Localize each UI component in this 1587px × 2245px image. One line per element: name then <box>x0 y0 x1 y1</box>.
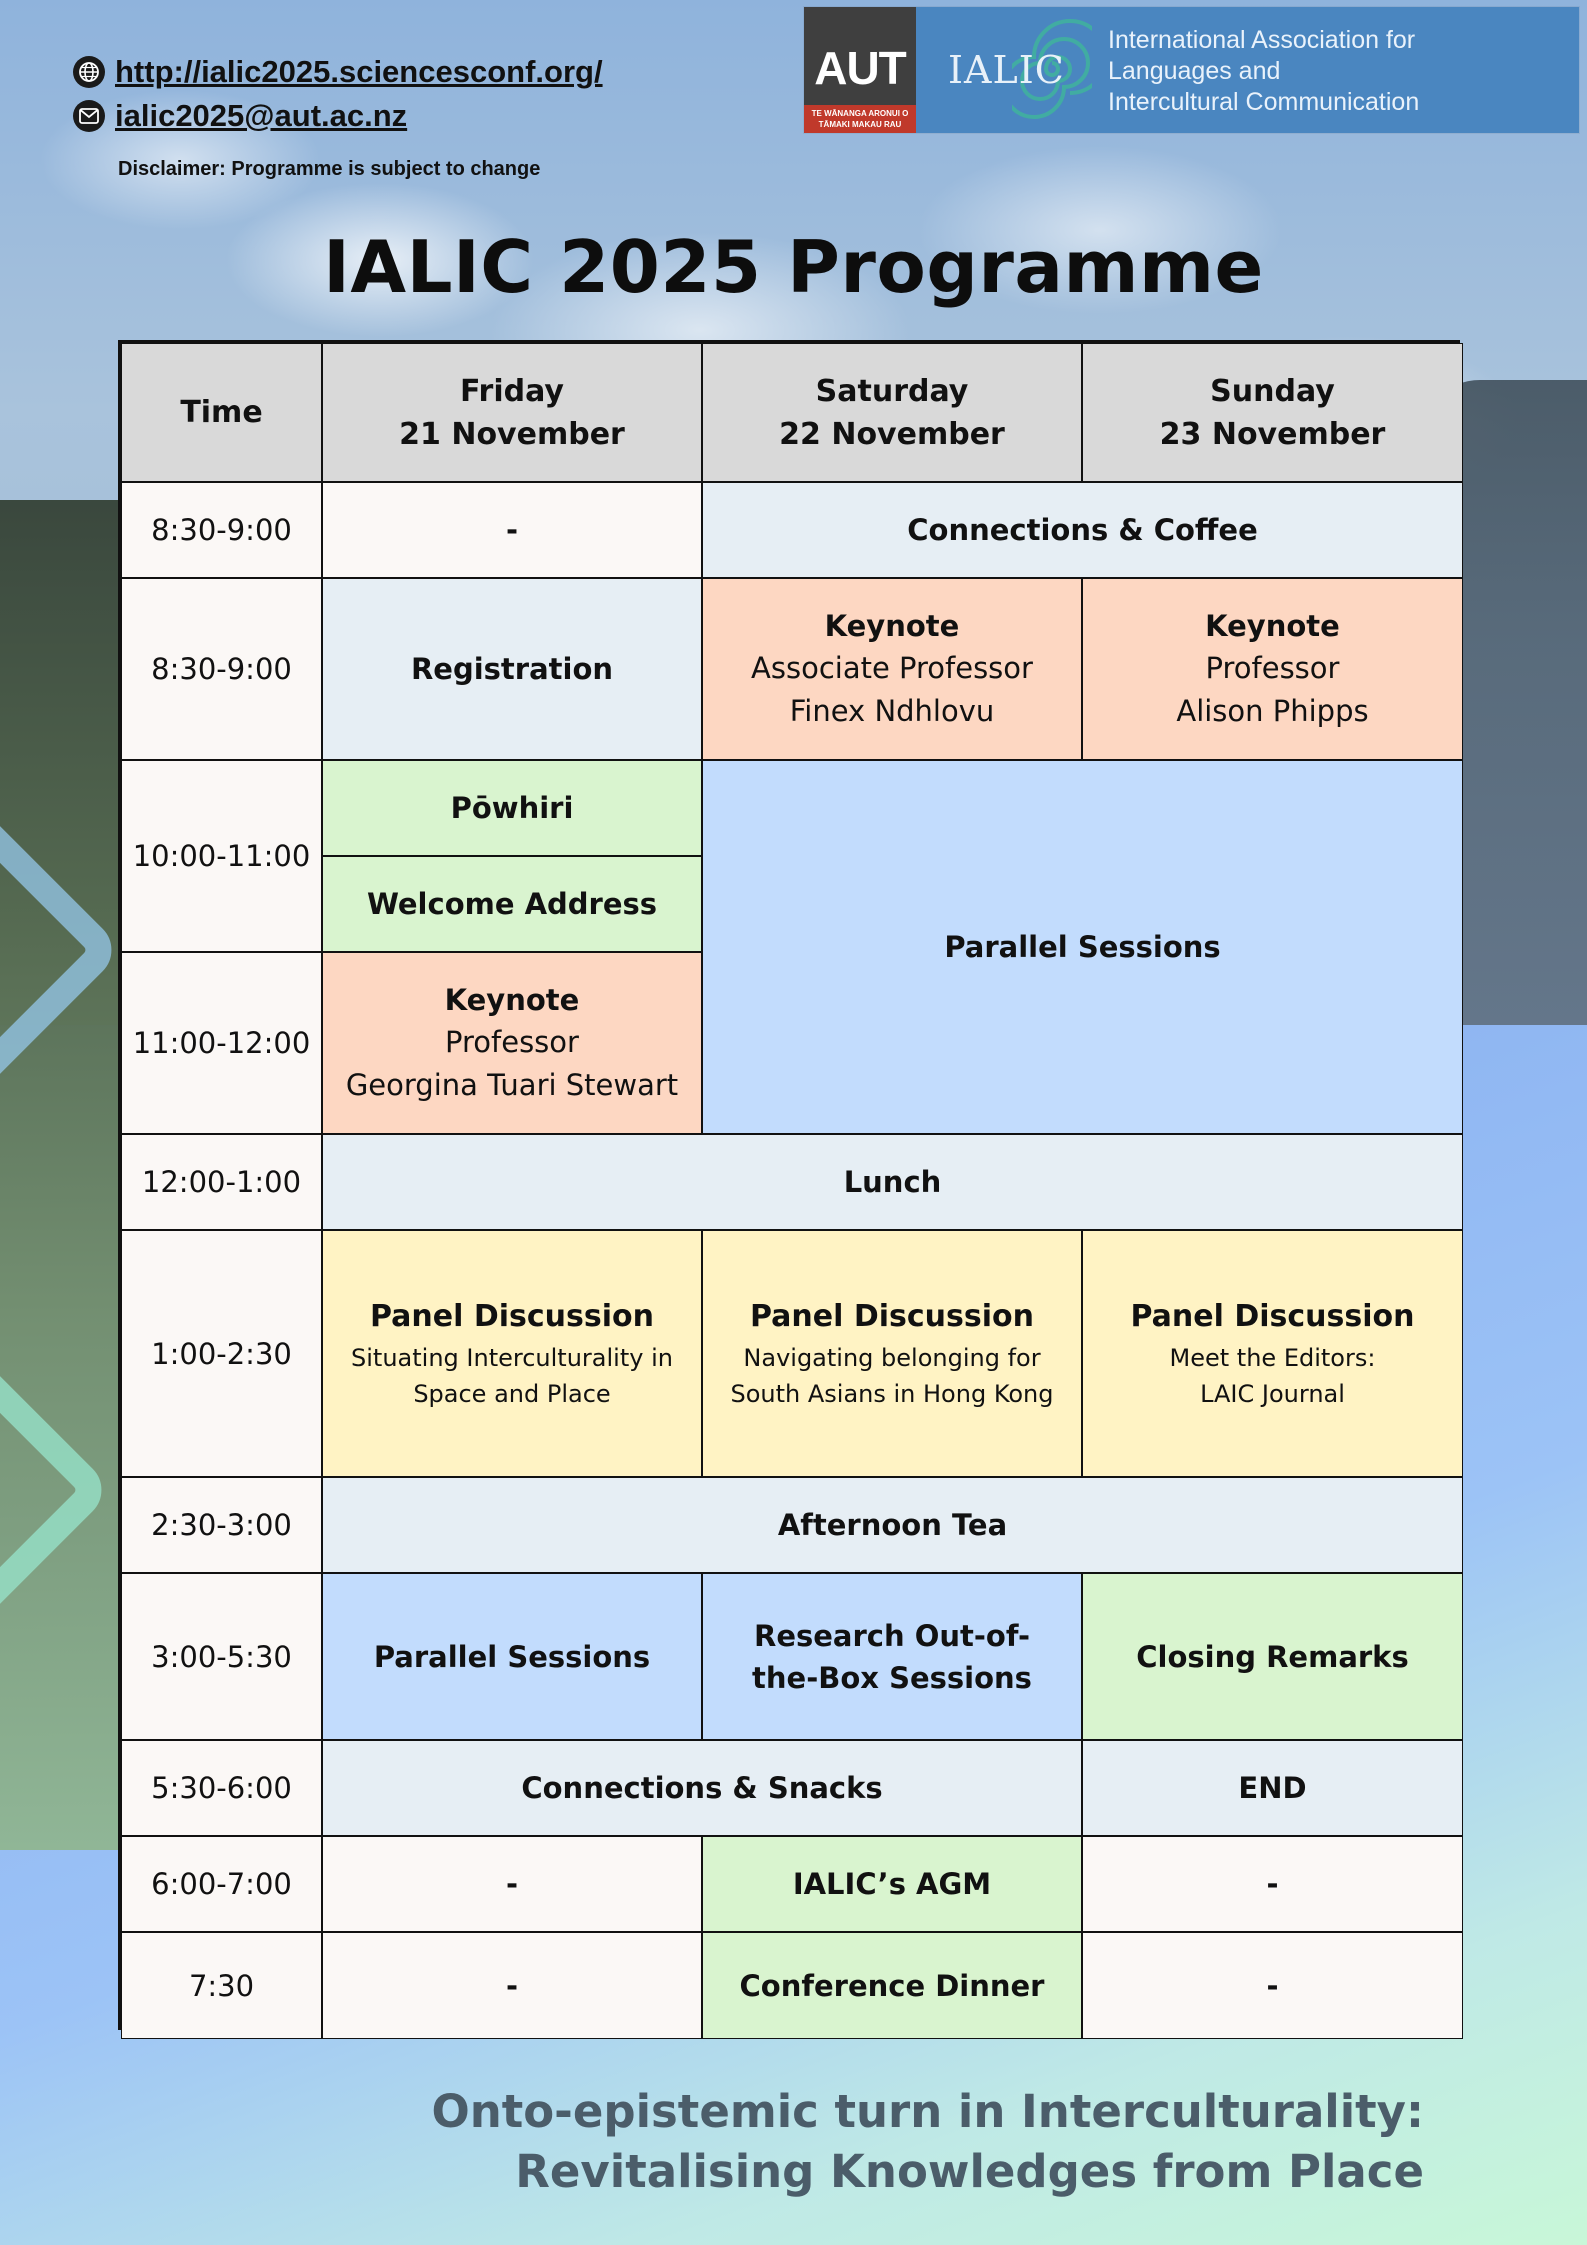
session-label: Panel Discussion <box>1130 1298 1415 1334</box>
session-lunch: Lunch <box>322 1134 1463 1230</box>
header-time: Time <box>121 343 322 482</box>
session-welcome-address: Welcome Address <box>322 856 702 952</box>
session-conference-dinner: Conference Dinner <box>702 1932 1082 2039</box>
mail-icon <box>73 100 105 132</box>
header-friday: Friday 21 November <box>322 343 702 482</box>
header-day: Friday <box>459 373 564 409</box>
header-date: 22 November <box>779 416 1005 452</box>
organisation-line: Intercultural Communication <box>1108 88 1420 116</box>
programme-table: Time Friday 21 November Saturday 22 Nove… <box>118 340 1463 2039</box>
speaker-name: Georgina Tuari Stewart <box>345 1068 679 1102</box>
session-label: Keynote <box>444 983 580 1017</box>
email-contact: ialic2025@aut.ac.nz <box>73 98 407 134</box>
website-link[interactable]: http://ialic2025.sciencesconf.org/ <box>115 54 603 89</box>
background-foliage-left <box>0 500 130 1850</box>
conference-theme: Onto-epistemic turn in Interculturality:… <box>431 2082 1424 2202</box>
panel-topic: Situating Interculturality in <box>351 1343 673 1372</box>
session-panel-saturday: Panel Discussion Navigating belonging fo… <box>702 1230 1082 1477</box>
aut-logo-word: AUT <box>814 42 907 94</box>
speaker-title: Professor <box>1205 651 1340 685</box>
panel-topic: Space and Place <box>413 1379 611 1408</box>
time-slot: 2:30-3:00 <box>121 1477 322 1573</box>
time-slot: 6:00-7:00 <box>121 1836 322 1932</box>
email-link[interactable]: ialic2025@aut.ac.nz <box>115 98 408 133</box>
session-parallel-sessions: Parallel Sessions <box>702 760 1463 1134</box>
session-keynote-saturday: Keynote Associate Professor Finex Ndhlov… <box>702 578 1082 760</box>
session-empty: - <box>1082 1932 1463 2039</box>
header-saturday: Saturday 22 November <box>702 343 1082 482</box>
time-slot: 5:30-6:00 <box>121 1740 322 1836</box>
disclaimer: Disclaimer: Programme is subject to chan… <box>118 158 541 180</box>
time-slot: 8:30-9:00 <box>121 482 322 578</box>
ialic-logo: IALIC <box>916 7 1096 133</box>
organisation-name: International Association for Languages … <box>1096 7 1579 133</box>
time-slot: 10:00-11:00 <box>121 760 322 952</box>
session-empty: - <box>322 1836 702 1932</box>
theme-line: Onto-epistemic turn in Interculturality: <box>431 2085 1424 2138</box>
session-label-line: Research Out-of- <box>754 1618 1030 1653</box>
header-day: Sunday <box>1210 373 1335 409</box>
globe-icon <box>73 56 105 88</box>
website-contact: http://ialic2025.sciencesconf.org/ <box>73 54 603 90</box>
time-slot: 11:00-12:00 <box>121 952 322 1134</box>
session-label: Keynote <box>1205 609 1340 643</box>
speaker-title: Professor <box>445 1025 579 1059</box>
session-connections-coffee: Connections & Coffee <box>702 482 1463 578</box>
session-registration: Registration <box>322 578 702 760</box>
ialic-logo-word: IALIC <box>948 48 1065 92</box>
panel-topic: LAIC Journal <box>1200 1379 1345 1408</box>
session-research-out-of-the-box: Research Out-of- the-Box Sessions <box>702 1573 1082 1740</box>
session-empty: - <box>322 1932 702 2039</box>
header-date: 21 November <box>399 416 625 452</box>
theme-line: Revitalising Knowledges from Place <box>515 2145 1424 2198</box>
header-sunday: Sunday 23 November <box>1082 343 1463 482</box>
session-afternoon-tea: Afternoon Tea <box>322 1477 1463 1573</box>
session-keynote-sunday: Keynote Professor Alison Phipps <box>1082 578 1463 760</box>
organisation-line: Languages and <box>1108 57 1281 85</box>
session-panel-sunday: Panel Discussion Meet the Editors: LAIC … <box>1082 1230 1463 1477</box>
header-date: 23 November <box>1159 416 1386 452</box>
session-empty: - <box>1082 1836 1463 1932</box>
session-keynote-friday: Keynote Professor Georgina Tuari Stewart <box>322 952 702 1134</box>
panel-topic: Meet the Editors: <box>1169 1343 1376 1372</box>
time-slot: 8:30-9:00 <box>121 578 322 760</box>
panel-topic: South Asians in Hong Kong <box>730 1379 1054 1408</box>
header-label: Time <box>180 395 263 430</box>
session-label: Keynote <box>824 609 960 643</box>
session-label: Panel Discussion <box>369 1298 654 1334</box>
panel-topic: Navigating belonging for <box>743 1343 1041 1372</box>
time-slot: 12:00-1:00 <box>121 1134 322 1230</box>
time-slot: 1:00-2:30 <box>121 1230 322 1477</box>
time-slot: 7:30 <box>121 1932 322 2039</box>
logo-banner: AUT TE WĀNANGA ARONUI O TĀMAKI MAKAU RAU… <box>804 7 1579 133</box>
session-label-line: the-Box Sessions <box>752 1660 1032 1695</box>
session-agm: IALIC’s AGM <box>702 1836 1082 1932</box>
spiral-icon <box>1012 19 1092 119</box>
aut-logo: AUT TE WĀNANGA ARONUI O TĀMAKI MAKAU RAU <box>804 7 916 133</box>
time-slot: 3:00-5:30 <box>121 1573 322 1740</box>
speaker-title: Associate Professor <box>751 651 1033 685</box>
session-end: END <box>1082 1740 1463 1836</box>
session-empty: - <box>322 482 702 578</box>
header-day: Saturday <box>815 373 969 409</box>
session-label: Panel Discussion <box>749 1298 1034 1334</box>
session-powhiri: Pōwhiri <box>322 760 702 856</box>
speaker-name: Alison Phipps <box>1176 694 1369 728</box>
page-title: IALIC 2025 Programme <box>323 225 1264 309</box>
session-closing-remarks: Closing Remarks <box>1082 1573 1463 1740</box>
aut-logo-tagline: TE WĀNANGA ARONUI O TĀMAKI MAKAU RAU <box>804 105 916 133</box>
speaker-name: Finex Ndhlovu <box>789 694 995 728</box>
session-connections-snacks: Connections & Snacks <box>322 1740 1082 1836</box>
organisation-line: International Association for <box>1108 26 1416 54</box>
session-parallel-sessions: Parallel Sessions <box>322 1573 702 1740</box>
session-panel-friday: Panel Discussion Situating Intercultural… <box>322 1230 702 1477</box>
